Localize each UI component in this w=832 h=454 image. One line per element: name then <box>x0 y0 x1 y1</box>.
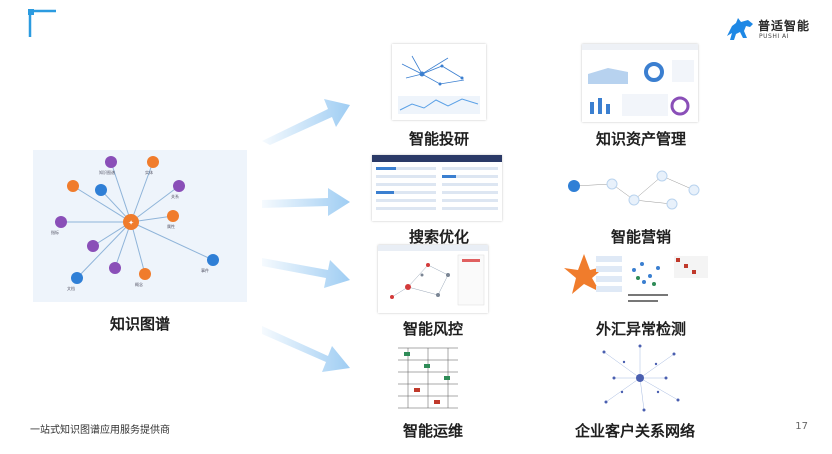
page-number: 17 <box>795 421 808 432</box>
thumbnail-enterprise-network <box>594 342 686 414</box>
thumbnail-search-optimization <box>372 155 502 221</box>
thumbnail-investment-research <box>392 44 486 120</box>
app-label: 智能风控 <box>402 320 463 338</box>
graph-nodes <box>55 156 219 284</box>
app-label: 搜索优化 <box>408 228 469 246</box>
arrow-icon <box>262 326 350 372</box>
thumbnail-smart-marketing <box>562 160 710 218</box>
thumbnail-knowledge-asset <box>582 44 698 122</box>
brand-name: 普适智能 <box>758 19 811 33</box>
brand-logo: 普适智能 PUSHI AI <box>724 14 810 44</box>
svg-text:指标: 指标 <box>51 229 59 235</box>
arrow-icon <box>262 188 350 216</box>
svg-text:实体: 实体 <box>145 169 153 175</box>
app-label: 外汇异常检测 <box>595 320 686 338</box>
thumbnail-risk-control <box>378 245 488 313</box>
horse-logo-icon <box>727 18 753 40</box>
footer-tagline: 一站式知识图谱应用服务提供商 <box>30 425 170 436</box>
app-label: 知识资产管理 <box>595 130 686 148</box>
svg-text:文档: 文档 <box>67 285 75 291</box>
svg-text:属性: 属性 <box>167 223 175 229</box>
knowledge-graph-label: 知识图谱 <box>109 315 170 333</box>
knowledge-graph-diagram: ✦ 知识图谱 实体 关系 属性 事件 概念 指标 文档 <box>33 150 247 302</box>
thumbnail-fx-anomaly <box>564 250 710 308</box>
app-label: 智能运维 <box>402 422 463 440</box>
arrow-icon <box>262 258 350 288</box>
svg-text:✦: ✦ <box>128 219 134 227</box>
arrow-icon <box>262 99 350 145</box>
thumbnail-intelligent-ops <box>388 340 468 414</box>
app-label: 企业客户关系网络 <box>574 422 695 440</box>
svg-text:事件: 事件 <box>201 267 209 273</box>
app-label: 智能营销 <box>610 228 671 246</box>
svg-text:概念: 概念 <box>135 281 143 287</box>
svg-text:关系: 关系 <box>171 193 179 199</box>
svg-text:知识图谱: 知识图谱 <box>99 169 115 175</box>
brand-name-en: PUSHI AI <box>759 33 789 40</box>
corner-bracket-icon <box>28 9 56 37</box>
app-label: 智能投研 <box>408 130 469 148</box>
